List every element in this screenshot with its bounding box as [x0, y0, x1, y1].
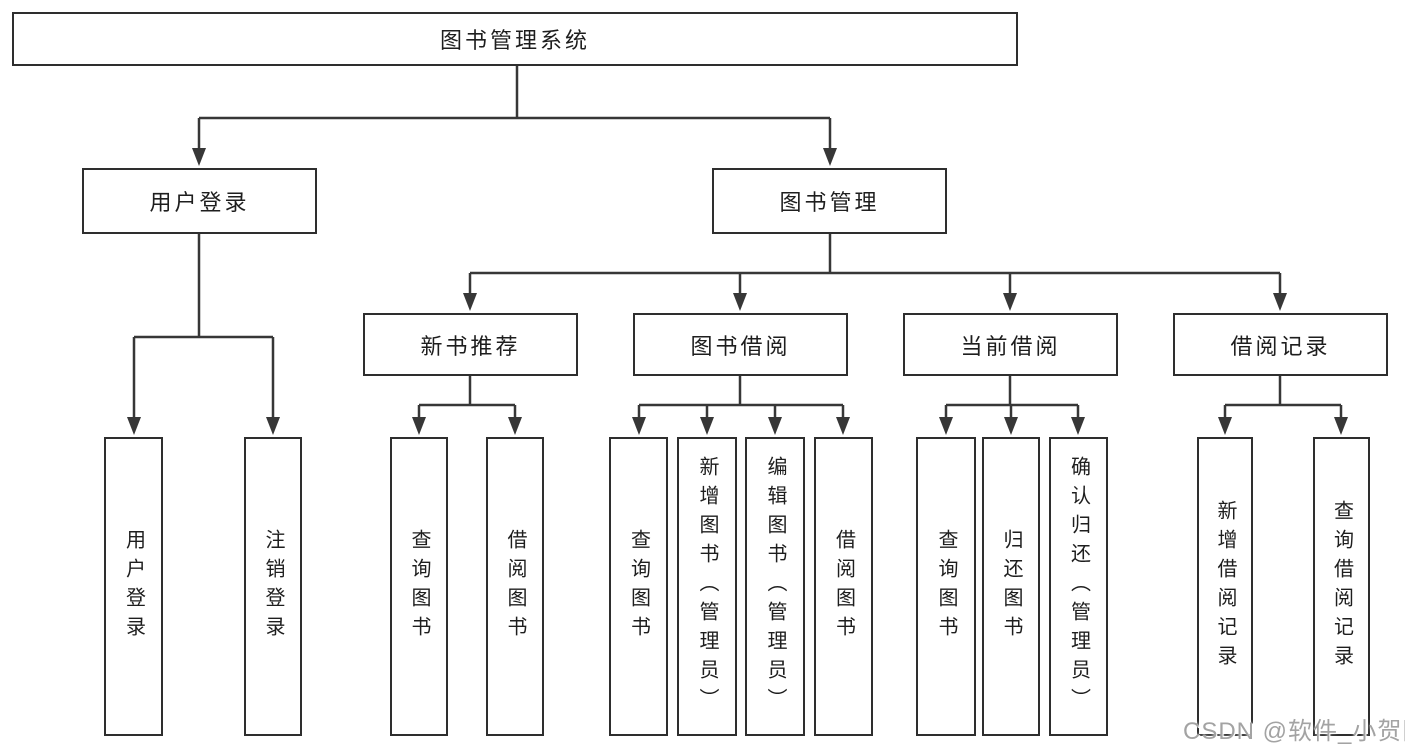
node-query-books-recommend-label: 查询图书 [408, 528, 430, 645]
node-logout-leaf-label: 注销登录 [262, 528, 284, 645]
node-borrow-books-leaf-label: 借阅图书 [832, 528, 855, 645]
node-user-login-leaf: 用户登录 [104, 437, 163, 736]
node-current-borrow: 当前借阅 [903, 313, 1118, 376]
node-book-borrow: 图书借阅 [633, 313, 848, 376]
watermark-csdn: CSDN @软件_小贺同学 [1183, 718, 1405, 745]
node-borrow-books-recommend-label: 借阅图书 [504, 528, 526, 645]
node-query-books-borrow-label: 查询图书 [627, 528, 650, 645]
node-return-books: 归还图书 [982, 437, 1040, 736]
node-edit-books-admin-label: 编辑图书（管理员） [764, 456, 786, 717]
node-user-login-leaf-label: 用户登录 [122, 528, 145, 645]
node-query-books-borrow: 查询图书 [609, 437, 668, 736]
node-query-borrow-record: 查询借阅记录 [1313, 437, 1370, 736]
node-add-borrow-record-label: 新增借阅记录 [1214, 499, 1236, 674]
node-library-management-system: 图书管理系统 [12, 12, 1018, 66]
node-logout-leaf: 注销登录 [244, 437, 302, 736]
node-add-borrow-record: 新增借阅记录 [1197, 437, 1253, 736]
node-add-books-admin: 新增图书（管理员） [677, 437, 737, 736]
node-library-management-system-label: 图书管理系统 [439, 28, 590, 53]
node-query-books-current-label: 查询图书 [935, 528, 957, 645]
node-query-books-current: 查询图书 [916, 437, 976, 736]
node-user-login-label: 用户登录 [149, 190, 250, 215]
node-borrow-records-label: 借阅记录 [1230, 333, 1331, 359]
node-return-books-label: 归还图书 [1000, 528, 1022, 645]
node-edit-books-admin: 编辑图书（管理员） [745, 437, 805, 736]
node-confirm-return-admin: 确认归还（管理员） [1049, 437, 1108, 736]
connector-strokes [132, 66, 1343, 419]
node-confirm-return-admin-label: 确认归还（管理员） [1067, 456, 1090, 717]
node-add-books-admin-label: 新增图书（管理员） [696, 456, 718, 717]
node-borrow-books-leaf: 借阅图书 [814, 437, 873, 736]
node-query-books-recommend: 查询图书 [390, 437, 448, 736]
node-borrow-books-recommend: 借阅图书 [486, 437, 544, 736]
node-new-book-recommend-label: 新书推荐 [420, 333, 521, 359]
node-current-borrow-label: 当前借阅 [960, 333, 1061, 359]
node-borrow-records: 借阅记录 [1173, 313, 1388, 376]
arrowhead-icons [127, 148, 1348, 435]
node-new-book-recommend: 新书推荐 [363, 313, 578, 376]
node-book-borrow-label: 图书借阅 [690, 333, 791, 359]
node-book-management-label: 图书管理 [779, 190, 880, 215]
node-query-borrow-record-label: 查询借阅记录 [1330, 499, 1353, 674]
node-book-management: 图书管理 [712, 168, 947, 234]
node-user-login: 用户登录 [82, 168, 317, 234]
